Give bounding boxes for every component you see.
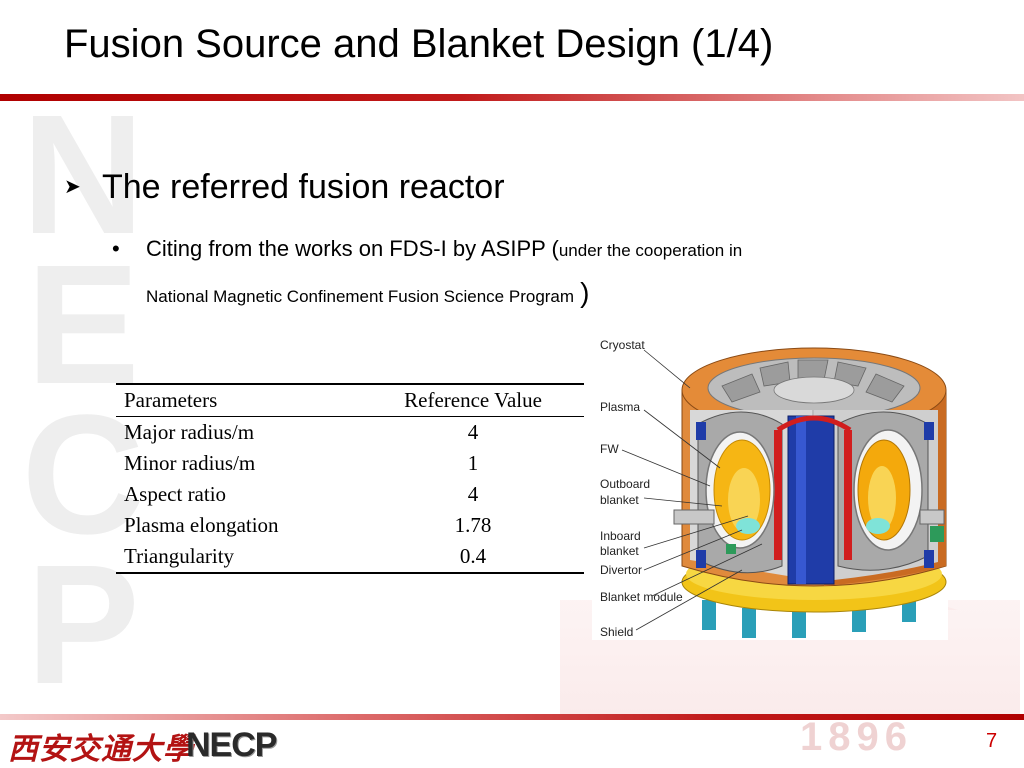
table-cell-parameter: Minor radius/m: [124, 451, 256, 475]
table-cell-parameter: Triangularity: [124, 544, 235, 568]
table-cell-value: 4: [467, 420, 479, 444]
diagram-label-outboard-blanket: blanket: [600, 493, 639, 507]
table-row: Major radius/m 4: [116, 417, 584, 449]
bullet-level2-small-line2: National Magnetic Confinement Fusion Sci…: [146, 287, 575, 306]
table-cell-parameter: Plasma elongation: [124, 513, 279, 537]
table-cell-value: 1: [467, 451, 479, 475]
diagram-label-shield: Shield: [600, 625, 634, 639]
bullet-level2-main: Citing from the works on FDS-I by ASIPP …: [146, 236, 559, 261]
table-row: Aspect ratio 4: [116, 479, 584, 510]
diagram-label-inboard: Inboard: [600, 529, 641, 543]
diagram-label-inboard-blanket: blanket: [600, 544, 639, 558]
table-header-row: Parameters Reference Value: [116, 384, 584, 417]
table-row: Minor radius/m 1: [116, 448, 584, 479]
diagram-label-divertor: Divertor: [600, 563, 643, 577]
bullet-level2-close: ): [580, 277, 590, 308]
footer-divider-bar: [0, 714, 1024, 720]
table-header-parameters: Parameters: [124, 388, 218, 412]
diagram-label-fw: FW: [600, 442, 619, 456]
parameters-table: Parameters Reference Value Major radius/…: [116, 383, 584, 574]
bullet-level2-small-line1: under the cooperation in: [558, 241, 743, 260]
bullet-level2-text: Citing from the works on FDS-I by ASIPP …: [146, 228, 972, 318]
watermark-letter-p: P: [26, 530, 140, 720]
diagram-label-plasma: Plasma: [600, 400, 641, 414]
university-logo-text: 西安交通大學: [8, 732, 194, 767]
table-cell-value: 4: [467, 482, 479, 506]
diagram-label-outboard: Outboard: [600, 477, 651, 491]
watermark-letter-c: C: [21, 380, 145, 570]
watermark-letter-n: N: [21, 80, 145, 270]
dot-bullet-icon: •: [112, 236, 120, 261]
page-number: 7: [986, 730, 998, 752]
diagram-label-cryostat: Cryostat: [600, 338, 645, 352]
title-divider-bar: [0, 94, 1024, 101]
bullet-level1: ➤ The referred fusion reactor: [64, 168, 505, 207]
table-cell-value: 1.78: [454, 513, 492, 537]
table-cell-parameter: Major radius/m: [124, 420, 255, 444]
table-header-reference-value: Reference Value: [404, 388, 542, 412]
table-row: Plasma elongation 1.78: [116, 510, 584, 541]
table-cell-parameter: Aspect ratio: [124, 482, 227, 506]
arrow-bullet-icon: ➤: [64, 175, 81, 198]
table-row: Triangularity 0.4: [116, 541, 584, 573]
table-cell-value: 0.4: [459, 544, 487, 568]
reactor-cutaway-diagram: Cryostat Plasma FW Outboard blanket Inbo…: [592, 330, 948, 640]
watermark-letter-e: E: [26, 230, 140, 420]
bullet-level1-text: The referred fusion reactor: [102, 168, 505, 206]
watermark-year: 1896: [800, 715, 913, 759]
slide-title: Fusion Source and Blanket Design (1/4): [64, 22, 774, 66]
reactor-cutaway-illustration: [621, 347, 947, 638]
diagram-label-blanket-module: Blanket module: [600, 590, 683, 604]
necp-logo: NECP: [186, 726, 277, 764]
bullet-level2: • Citing from the works on FDS-I by ASIP…: [112, 228, 972, 318]
